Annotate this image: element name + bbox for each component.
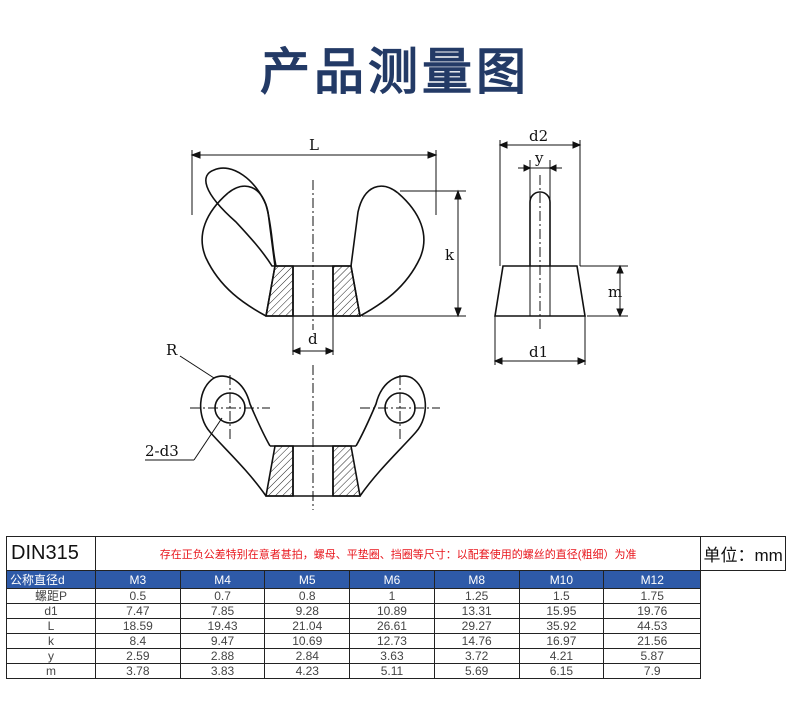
dimension-L bbox=[190, 150, 438, 215]
table-cell: 21.04 bbox=[264, 618, 351, 634]
table-cell: 1.5 bbox=[518, 588, 605, 604]
table-row: L 18.59 19.43 21.04 26.61 29.27 35.92 44… bbox=[6, 618, 786, 634]
table-cell: 14.76 bbox=[433, 633, 520, 649]
page-title: 产品测量图 bbox=[260, 43, 530, 101]
front-view bbox=[201, 167, 425, 317]
nominal-label: 公称直径d bbox=[6, 570, 96, 589]
table-cell: 19.43 bbox=[179, 618, 266, 634]
dimension-y bbox=[518, 160, 562, 200]
table-cell: 16.97 bbox=[518, 633, 605, 649]
leader-R bbox=[179, 355, 215, 379]
table-cell: 5.69 bbox=[433, 663, 520, 679]
table-cell: 8.4 bbox=[95, 633, 181, 649]
row-label: L bbox=[6, 618, 96, 634]
table-cell: 2.88 bbox=[179, 648, 266, 664]
table-cell: 10.69 bbox=[264, 633, 351, 649]
dimension-d1 bbox=[493, 316, 587, 365]
table-cell: 12.73 bbox=[349, 633, 435, 649]
table-cell: 3.72 bbox=[433, 648, 520, 664]
row-label: 螺距P bbox=[6, 588, 96, 604]
row-label: d1 bbox=[6, 603, 96, 619]
size-cell: M5 bbox=[264, 570, 351, 589]
dimension-k bbox=[362, 189, 466, 318]
measurement-drawing: L k d d2 y m bbox=[145, 127, 628, 510]
table-cell: 35.92 bbox=[518, 618, 605, 634]
table-cell: 2.59 bbox=[95, 648, 181, 664]
leader-d3 bbox=[145, 417, 223, 461]
table-cell: 9.28 bbox=[264, 603, 351, 619]
table-cell: 29.27 bbox=[433, 618, 520, 634]
size-cell: M4 bbox=[179, 570, 266, 589]
table-cell: 44.53 bbox=[603, 618, 702, 634]
wing-right bbox=[359, 192, 425, 317]
table-row: 螺距P 0.5 0.7 0.8 1 1.25 1.5 1.75 bbox=[6, 588, 786, 604]
table-cell: 0.7 bbox=[179, 588, 266, 604]
table-cell: 15.95 bbox=[518, 603, 605, 619]
tolerance-note: 存在正负公差特别在意者甚拍，螺母、平垫圈、挡圈等尺寸：以配套使用的螺丝的直径(粗… bbox=[94, 536, 702, 571]
table-cell: 18.59 bbox=[95, 618, 181, 634]
table-cell: 6.15 bbox=[518, 663, 605, 679]
size-cell: M12 bbox=[603, 570, 702, 589]
dimension-d bbox=[291, 316, 335, 355]
table-row: y 2.59 2.88 2.84 3.63 3.72 4.21 5.87 bbox=[6, 648, 786, 664]
label-k: k bbox=[445, 246, 455, 264]
label-m: m bbox=[608, 283, 622, 301]
table-cell: 13.31 bbox=[433, 603, 520, 619]
table-cell: 7.85 bbox=[179, 603, 266, 619]
label-d3: 2-d3 bbox=[145, 442, 179, 460]
table-cell: 5.11 bbox=[349, 663, 435, 679]
table-cell: 0.5 bbox=[95, 588, 181, 604]
size-cell: M6 bbox=[349, 570, 435, 589]
table-cell: 0.8 bbox=[264, 588, 351, 604]
dimension-d2 bbox=[498, 140, 582, 266]
label-d: d bbox=[308, 330, 318, 348]
table-cell: 4.23 bbox=[264, 663, 351, 679]
table-cell: 1 bbox=[349, 588, 435, 604]
table-row: k 8.4 9.47 10.69 12.73 14.76 16.97 21.56 bbox=[6, 633, 786, 649]
label-d1: d1 bbox=[529, 343, 548, 361]
label-d2: d2 bbox=[529, 127, 548, 145]
size-cell: M8 bbox=[433, 570, 520, 589]
table-cell: 3.78 bbox=[95, 663, 181, 679]
table-cell: 4.21 bbox=[518, 648, 605, 664]
row-label: y bbox=[6, 648, 96, 664]
size-cell: M10 bbox=[518, 570, 605, 589]
table-cell: 1.75 bbox=[603, 588, 702, 604]
label-R: R bbox=[166, 341, 178, 359]
row-label: k bbox=[6, 633, 96, 649]
table-row: m 3.78 3.83 4.23 5.11 5.69 6.15 7.9 bbox=[6, 663, 786, 679]
table-cell: 5.87 bbox=[603, 648, 702, 664]
dimension-m bbox=[580, 264, 628, 318]
spec-table: DIN315 存在正负公差特别在意者甚拍，螺母、平垫圈、挡圈等尺寸：以配套使用的… bbox=[6, 536, 786, 679]
unit-cell: 单位：mm bbox=[700, 536, 786, 571]
table-cell: 3.83 bbox=[179, 663, 266, 679]
table-cell: 1.25 bbox=[433, 588, 520, 604]
row-label: m bbox=[6, 663, 96, 679]
standard-cell: DIN315 bbox=[6, 536, 96, 571]
nominal-size-row: 公称直径d M3 M4 M5 M6 M8 M10 M12 bbox=[6, 570, 786, 589]
table-cell: 19.76 bbox=[603, 603, 702, 619]
table-cell: 7.47 bbox=[95, 603, 181, 619]
table-cell: 3.63 bbox=[349, 648, 435, 664]
size-cell: M3 bbox=[95, 570, 181, 589]
table-cell: 21.56 bbox=[603, 633, 702, 649]
table-row: d1 7.47 7.85 9.28 10.89 13.31 15.95 19.7… bbox=[6, 603, 786, 619]
table-cell: 10.89 bbox=[349, 603, 435, 619]
table-cell: 2.84 bbox=[264, 648, 351, 664]
table-cell: 9.47 bbox=[179, 633, 266, 649]
table-cell: 7.9 bbox=[603, 663, 702, 679]
wing-left bbox=[201, 192, 267, 317]
label-y: y bbox=[534, 149, 544, 167]
label-L: L bbox=[309, 136, 319, 154]
table-cell: 26.61 bbox=[349, 618, 435, 634]
